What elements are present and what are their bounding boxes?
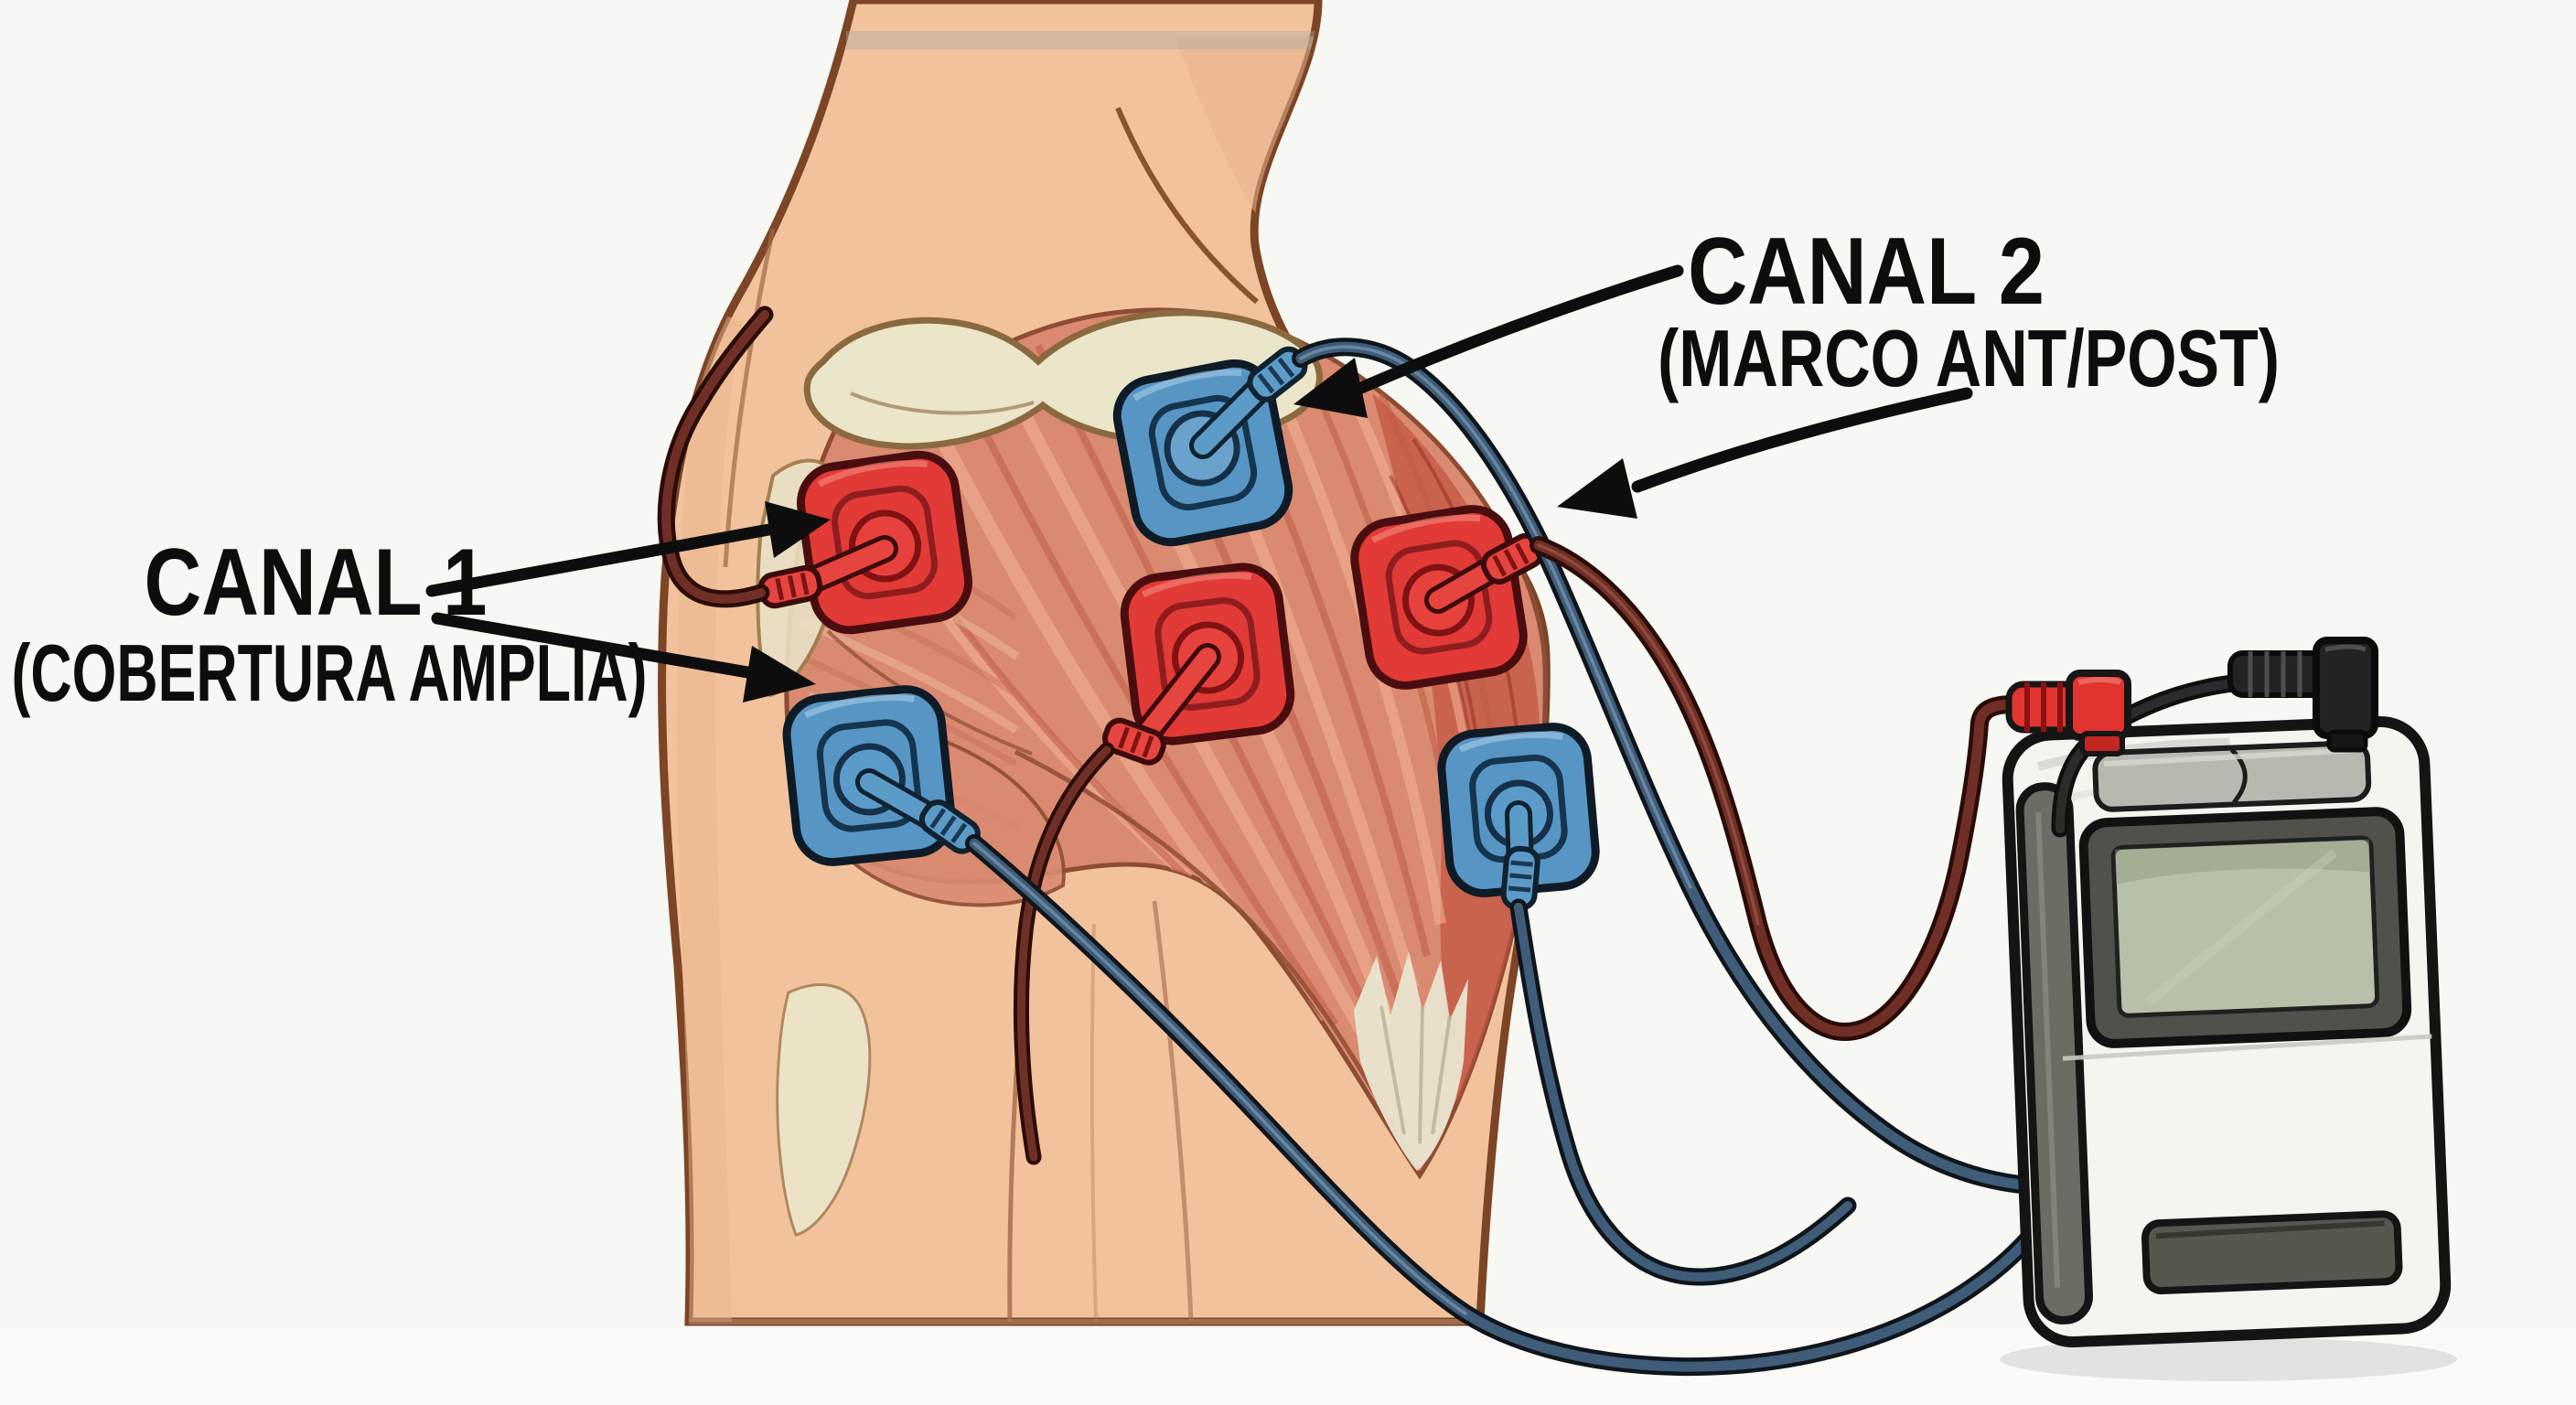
nape-crease	[1115, 106, 1259, 305]
label-canal1-subtitle: (COBERTURA AMPLIA)	[12, 627, 648, 718]
annotation-arrows	[425, 264, 1973, 702]
wire-blue-over-shoulder	[1292, 338, 2073, 1196]
label-canal1-title: CANAL 1	[145, 530, 488, 636]
connector-blue-6	[1500, 800, 1540, 911]
arm-crease-3	[1089, 923, 1098, 1323]
arrow-canal2-to-blue-pad	[1293, 264, 1684, 418]
fascia-flame	[776, 983, 872, 1237]
electrode-connectors	[757, 346, 1544, 911]
device-side-rail	[2015, 782, 2093, 1325]
annotation-labels: CANAL 1 (COBERTURA AMPLIA) CANAL 2 (MARC…	[12, 219, 2281, 718]
electrodes	[757, 346, 1600, 911]
wire-red-u	[1530, 536, 2022, 1041]
arrow-canal1-to-red-pad	[425, 501, 831, 597]
connector-red-4	[1101, 643, 1221, 766]
axilla-fold-line	[1014, 749, 1411, 1156]
connector-red-1	[757, 535, 898, 609]
device-lcd-screen	[2110, 835, 2380, 1018]
wire-red-hook	[657, 306, 774, 608]
black-lead-plug	[2227, 637, 2378, 753]
lead-wires	[657, 306, 2073, 1377]
arrow-canal1-to-blue-pad	[431, 612, 816, 702]
label-canal2-subtitle: (MARCO ANT/POST)	[1658, 313, 2280, 403]
wire-blue-sweep	[965, 834, 2071, 1377]
wire-red-short	[1013, 742, 1115, 1165]
label-canal2-title: CANAL 2	[1688, 219, 2045, 325]
wire-blue-down	[1509, 898, 1857, 1286]
back-inner-line	[723, 228, 776, 568]
connector-blue-3	[1189, 346, 1308, 459]
connector-blue-2	[855, 768, 981, 854]
scapula-detail-line	[850, 391, 1035, 415]
device-shadow	[2000, 1337, 2457, 1381]
red-lead-plug	[2005, 670, 2131, 756]
arrow-canal2-to-red-pad	[1557, 387, 1973, 519]
tens-device	[2000, 637, 2457, 1381]
arm-crease-2	[1152, 900, 1194, 1323]
device-mid-seam	[2062, 1034, 2432, 1061]
